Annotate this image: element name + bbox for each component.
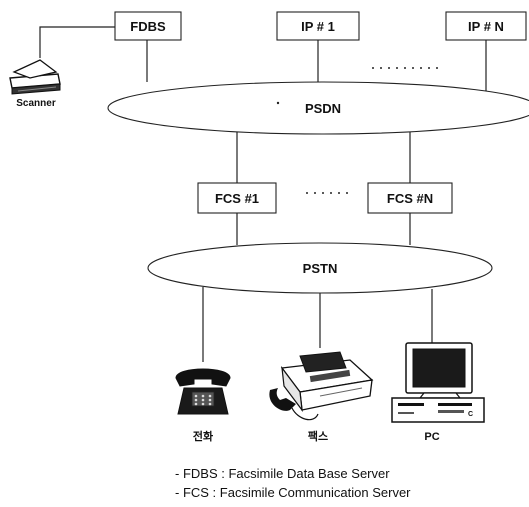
- fdbs-label: FDBS: [130, 19, 166, 34]
- fcs1-label: FCS #1: [215, 191, 259, 206]
- pstn-label: PSTN: [303, 261, 338, 276]
- fcsn-box: [367, 182, 453, 214]
- pc-label: PC: [424, 431, 439, 443]
- ip1-label: IP # 1: [301, 19, 335, 34]
- phone-label: 전화: [193, 429, 213, 443]
- telephone-icon: [175, 368, 231, 415]
- legend-fdbs: - FDBS : Facsimile Data Base Server: [175, 466, 390, 481]
- legend-fcs: - FCS : Facsimile Communication Server: [175, 485, 411, 500]
- scanner-icon: [9, 59, 61, 95]
- fax-label: 팩스: [308, 429, 328, 443]
- fax-icon: [269, 351, 374, 421]
- ip1-box: [276, 11, 360, 41]
- psdn-dot: [276, 101, 280, 105]
- ipn-box: [445, 11, 527, 41]
- fcsn-label: FCS #N: [387, 191, 433, 206]
- scanner-label: Scanner: [16, 98, 56, 109]
- fdbs-box: [114, 11, 182, 41]
- pstn-network: [147, 242, 493, 294]
- ipn-label: IP # N: [468, 19, 504, 34]
- pc-icon: C: [391, 342, 485, 423]
- psdn-label: PSDN: [305, 101, 341, 116]
- psdn-network: [107, 81, 529, 135]
- fcs1-box: [197, 182, 277, 214]
- connector-lines: [39, 26, 487, 362]
- svg-text:C: C: [468, 411, 473, 418]
